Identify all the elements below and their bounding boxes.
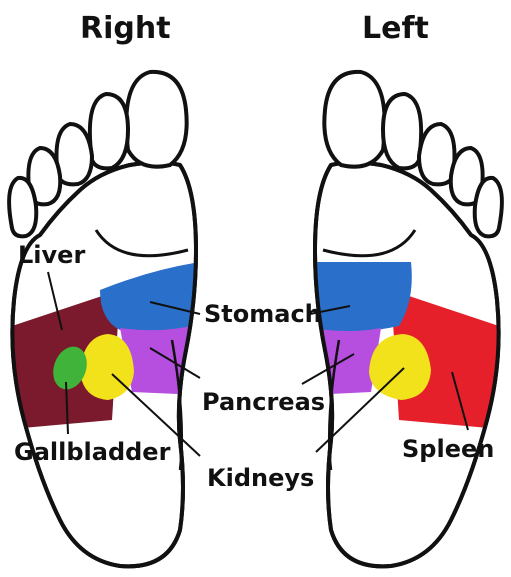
left-toe-3 (416, 121, 457, 187)
label-liver: Liver (18, 241, 86, 269)
pancreas-leader-right (149, 347, 201, 379)
heading-left: Left (362, 11, 429, 46)
right-foot-zones (12, 262, 197, 430)
right-foot (7, 69, 198, 569)
liver-leader (47, 271, 63, 331)
spleen-zone (391, 290, 499, 430)
stomach-zone-left (314, 262, 412, 333)
label-gallbladder: Gallbladder (14, 438, 171, 466)
kidneys-leader-left (315, 367, 405, 453)
right-arch-line (170, 339, 184, 471)
stomach-zone-right (100, 262, 197, 333)
gallbladder-leader (65, 381, 69, 435)
right-ball-line (94, 229, 189, 258)
left-ball-line (322, 229, 417, 258)
left-foot (313, 69, 504, 569)
left-toe-2 (380, 91, 424, 171)
kidney-zone-left (369, 334, 431, 400)
label-stomach: Stomach (204, 300, 322, 328)
left-arch-line (327, 339, 341, 471)
label-spleen: Spleen (402, 435, 495, 463)
left-toes (322, 69, 504, 239)
right-toe-2 (87, 91, 131, 171)
heading-right: Right (80, 11, 171, 46)
stomach-leader-left (309, 305, 351, 315)
left-toe-4 (448, 145, 485, 207)
gallbladder-zone (53, 346, 87, 390)
label-kidneys: Kidneys (207, 464, 315, 492)
right-toes (7, 69, 189, 239)
kidneys-leader-right (111, 373, 201, 457)
left-toe-5 (472, 175, 504, 239)
right-toe-3 (54, 121, 95, 187)
kidney-zone-right (80, 334, 134, 400)
leader-lines (47, 271, 469, 457)
left-big-toe (322, 69, 387, 169)
label-pancreas: Pancreas (202, 388, 326, 416)
right-big-toe (124, 69, 189, 169)
stomach-leader-right (149, 301, 201, 315)
spleen-leader (451, 371, 469, 431)
right-toe-5 (7, 175, 39, 239)
pancreas-leader-left (301, 353, 355, 385)
left-foot-zones (314, 262, 499, 430)
right-toe-4 (26, 145, 63, 207)
